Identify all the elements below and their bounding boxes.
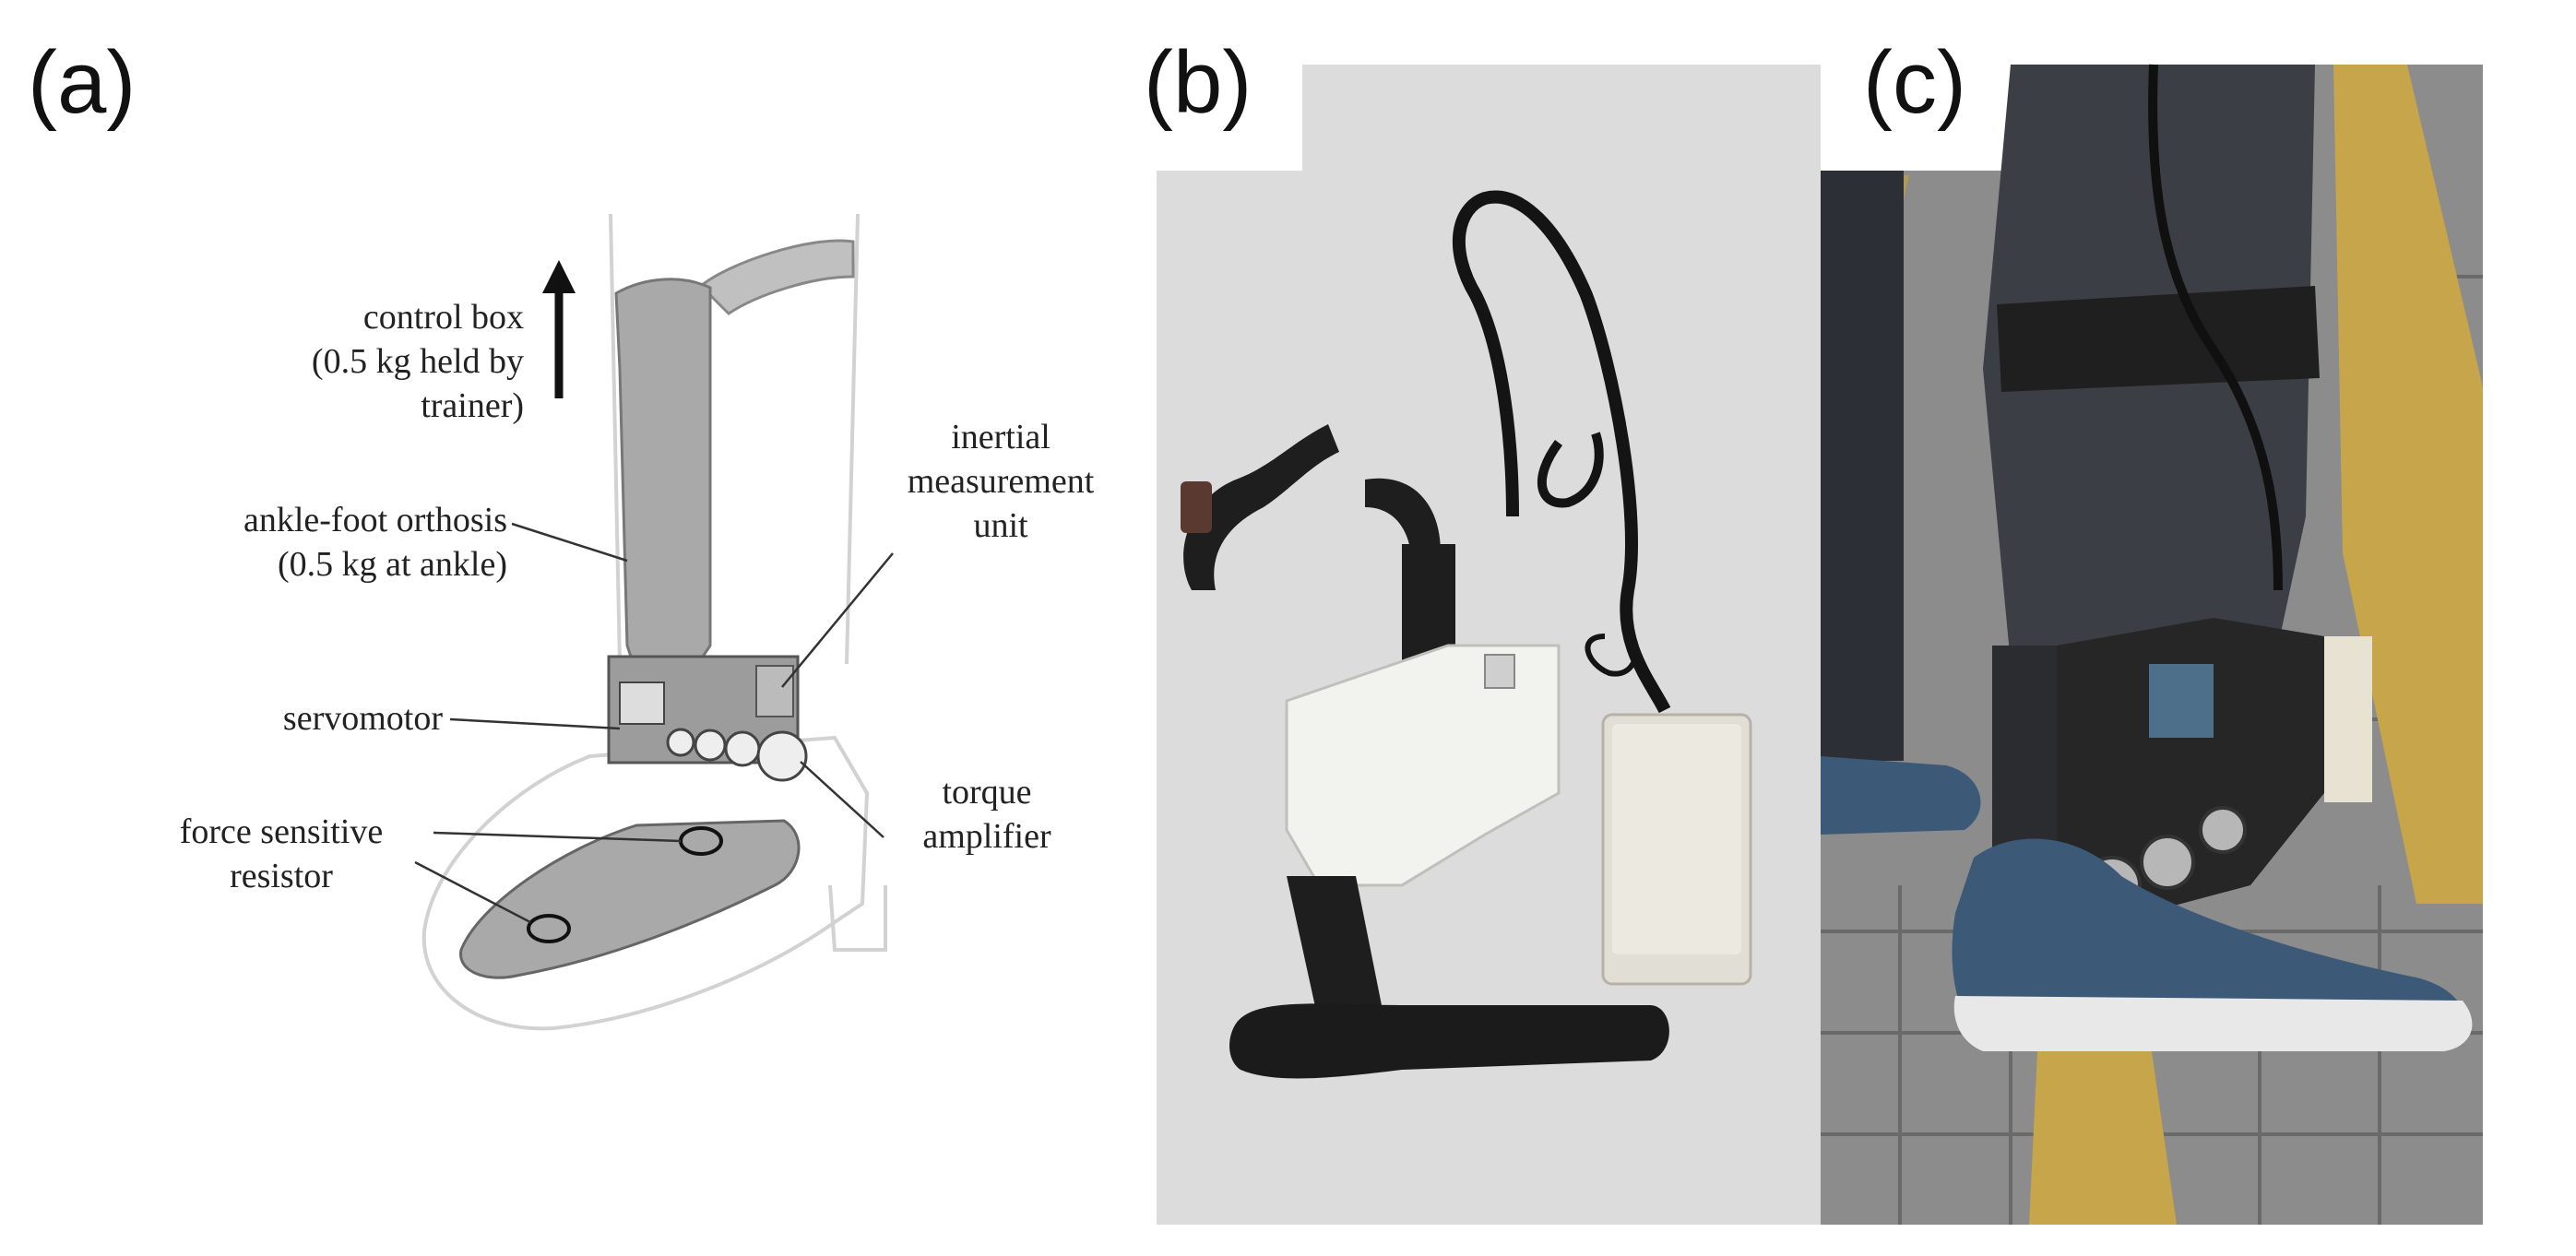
callout-orthosis-line-2: (0.5 kg at ankle) xyxy=(277,545,507,584)
callout-torque-line-1: torque xyxy=(942,773,1032,812)
callout-control-box-line-2: (0.5 kg held by trainer) xyxy=(311,342,524,425)
callout-control-box-line-1: control box xyxy=(362,298,524,337)
photo-c-actuator-module xyxy=(2057,618,2324,922)
shoe-heel xyxy=(828,884,887,952)
leader-imu xyxy=(781,552,894,688)
photo-c-shoe-sole xyxy=(1953,996,2473,1051)
control-box-arrow-head xyxy=(542,260,576,293)
callout-torque-amplifier: torque amplifier xyxy=(885,770,1088,859)
callout-ankle-foot-orthosis: ankle-foot orthosis (0.5 kg at ankle) xyxy=(138,498,507,587)
footplate xyxy=(459,819,801,979)
gear-1 xyxy=(666,728,695,757)
fsr-forefoot xyxy=(527,914,571,943)
leader-torque xyxy=(800,761,884,838)
photo-b-pigtail xyxy=(1585,634,1639,677)
callout-force-sensor-line-1: force sensitive xyxy=(179,812,384,851)
callout-imu-line-1: inertial xyxy=(951,418,1051,456)
photo-b-actuator-module xyxy=(1285,644,1561,887)
callout-servomotor-line-1: servomotor xyxy=(282,699,443,738)
photo-b-cable xyxy=(1452,190,1671,714)
photo-c-gear-3 xyxy=(2199,806,2247,854)
leg-outline xyxy=(609,213,860,665)
panel-c-photo xyxy=(1821,64,2483,1225)
gear-4 xyxy=(756,730,808,782)
callout-servomotor: servomotor xyxy=(175,696,443,741)
photo-c-actuator-white-side xyxy=(2324,636,2372,802)
photo-c-imu-board xyxy=(2149,664,2214,738)
callout-orthosis-line-1: ankle-foot orthosis xyxy=(243,501,507,539)
photo-c-back-shoe xyxy=(1821,756,1981,835)
photo-b-loop xyxy=(1537,432,1604,508)
callout-imu: inertial measurement unit xyxy=(867,415,1134,548)
photo-c-tactile-strip-bottom xyxy=(2029,1033,2177,1225)
photo-c-shoe xyxy=(1952,838,2464,1042)
cuff-strap xyxy=(698,239,855,315)
leader-fsr-forefoot xyxy=(414,860,531,924)
servomotor-body xyxy=(619,681,665,725)
photo-b-buckle xyxy=(1181,481,1212,533)
imu-housing xyxy=(755,665,794,717)
leader-fsr-heel xyxy=(433,831,682,843)
orthosis-shell xyxy=(614,278,712,661)
photo-b-cuff xyxy=(1183,424,1339,590)
panel-label-c: (c) xyxy=(1863,33,1966,132)
photo-b-footplate-strut xyxy=(1287,876,1383,1024)
gear-2 xyxy=(694,729,727,762)
photo-c-back-leg xyxy=(1821,171,1904,761)
photo-c-tactile-strip-right xyxy=(2333,65,2483,904)
panel-label-b: (b) xyxy=(1144,33,1252,132)
photo-c-cable xyxy=(2148,64,2283,591)
panel-b-photo xyxy=(1157,65,1821,1225)
photo-b-control-box-lid xyxy=(1612,724,1741,954)
photo-b-footplate xyxy=(1229,1003,1669,1079)
panel-label-a: (a) xyxy=(28,33,137,132)
photo-c-cuff-band xyxy=(1997,286,2320,392)
leader-servomotor xyxy=(449,717,621,730)
gear-3 xyxy=(724,730,761,767)
panel-a-drawing xyxy=(414,213,894,1031)
callout-control-box: control box (0.5 kg held by trainer) xyxy=(238,295,524,428)
callout-imu-line-3: unit xyxy=(973,506,1028,545)
callout-force-sensor: force sensitive resistor xyxy=(129,810,433,898)
callout-force-sensor-line-2: resistor xyxy=(230,857,333,895)
photo-b-connector xyxy=(1484,654,1515,689)
leader-orthosis xyxy=(511,522,628,563)
callout-torque-line-2: amplifier xyxy=(922,817,1051,856)
callout-imu-line-2: measurement xyxy=(907,462,1095,501)
photo-c-gear-2 xyxy=(2140,835,2195,890)
